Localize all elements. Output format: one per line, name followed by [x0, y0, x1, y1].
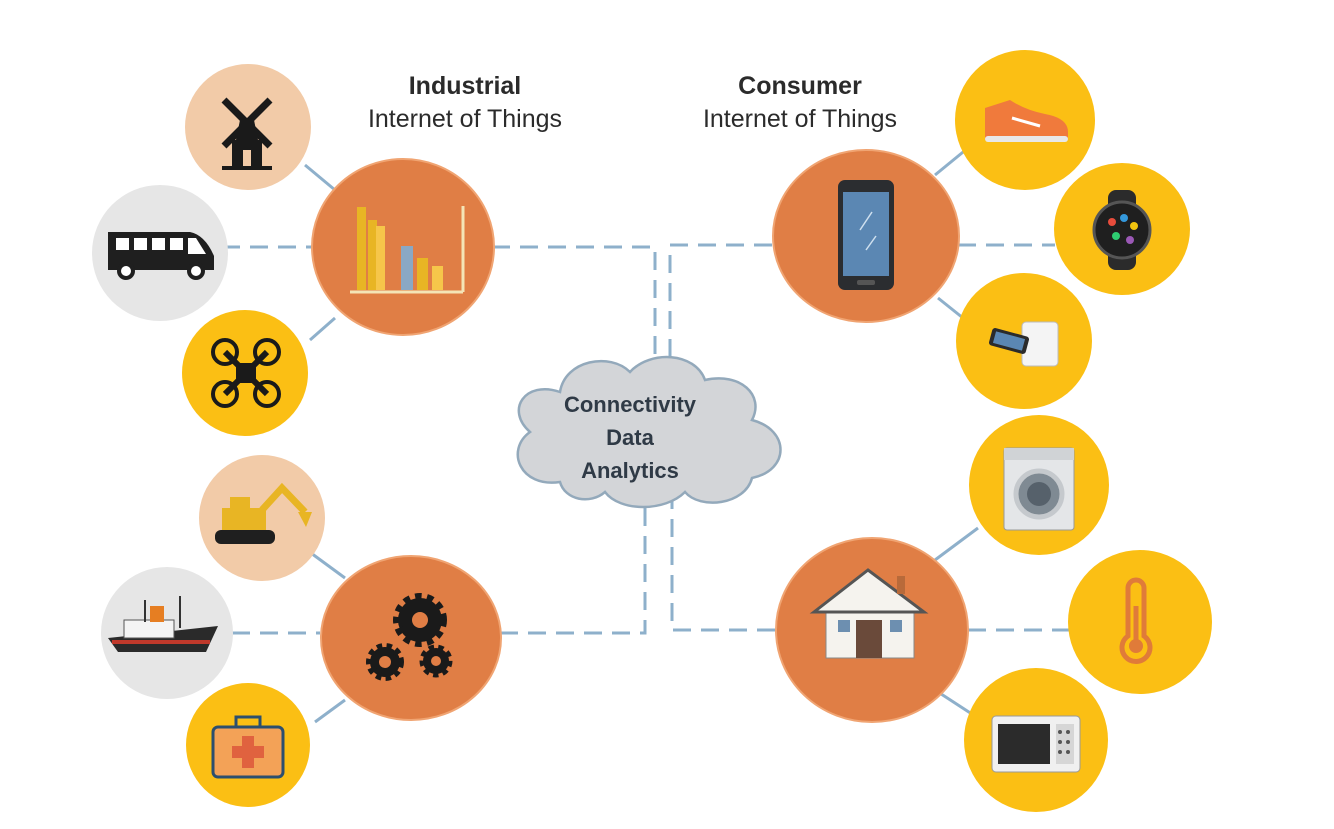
industrial-machinery-hub	[320, 555, 502, 721]
cloud-label: Connectivity Data Analytics	[545, 388, 715, 487]
phone-charger-icon	[988, 321, 1059, 367]
microwave-device	[964, 668, 1108, 812]
industrial-analytics-hub	[311, 158, 495, 336]
industrial-subtitle: Internet of Things	[367, 105, 563, 133]
windmill-device	[185, 64, 311, 190]
windmill-icon	[221, 97, 273, 170]
excavator-icon	[215, 482, 312, 544]
trunk-consumer-bottom	[670, 495, 775, 632]
microwave-icon	[991, 715, 1081, 773]
connector-washer	[934, 526, 979, 562]
smartphone-icon	[838, 180, 894, 290]
trunk-consumer-top	[668, 243, 772, 380]
smartwatch-device	[1054, 163, 1190, 295]
smartwatch-icon	[1092, 190, 1152, 270]
van-icon	[108, 232, 214, 280]
medical-case-device	[186, 683, 310, 807]
washing-machine-device	[969, 415, 1109, 555]
trunk-industrial-top	[492, 245, 657, 395]
industrial-iot-heading: Industrial Internet of Things	[320, 70, 610, 136]
consumer-mobile-hub	[772, 149, 960, 323]
industrial-title: Industrial	[408, 72, 522, 100]
thermometer-icon	[1119, 577, 1153, 664]
consumer-subtitle: Internet of Things	[702, 105, 898, 133]
washing-machine-icon	[1003, 447, 1075, 531]
cloud-shape	[516, 355, 782, 509]
gears-icon	[366, 593, 453, 681]
cloud-line-data: Data	[606, 425, 654, 450]
van-device	[92, 185, 228, 321]
bar-chart-icon	[350, 206, 465, 294]
cloud-line-connectivity: Connectivity	[563, 392, 697, 417]
cloud-line-analytics: Analytics	[581, 458, 679, 483]
consumer-home-hub	[775, 537, 969, 723]
drone-device	[182, 310, 308, 436]
excavator-device	[199, 455, 325, 581]
house-icon	[809, 568, 929, 659]
phone-charger-device	[956, 273, 1092, 409]
medical-case-icon	[211, 715, 285, 779]
sneaker-device	[955, 50, 1095, 190]
connector-windmill	[304, 163, 336, 192]
sneaker-icon	[985, 100, 1068, 142]
ship-device	[101, 567, 233, 699]
thermometer-device	[1068, 550, 1212, 694]
connector-drone	[309, 316, 336, 342]
connector-sneaker	[934, 146, 969, 177]
trunk-industrial-bottom	[500, 495, 647, 635]
ship-icon	[108, 596, 218, 652]
consumer-title: Consumer	[738, 72, 862, 100]
drone-icon	[211, 338, 281, 408]
consumer-iot-heading: Consumer Internet of Things	[655, 70, 945, 136]
connector-medical	[314, 698, 346, 724]
